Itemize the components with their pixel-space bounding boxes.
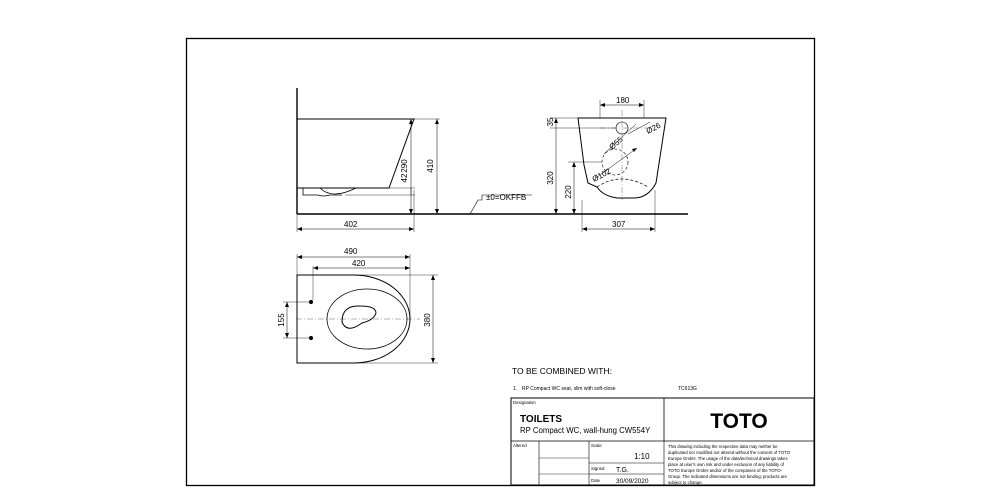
bowl-opening: [341, 305, 377, 329]
floor-reference-marker: [469, 194, 532, 215]
svg-text:TOTO Europe GmbH and/or of the: TOTO Europe GmbH and/or of the companies…: [668, 468, 783, 473]
svg-text:place at user's own risk and u: place at user's own risk and under exclu…: [668, 462, 785, 467]
dim-seat-height: 290: [400, 159, 409, 173]
side-view: [296, 88, 688, 232]
title-block: [510, 397, 815, 486]
dim-drain-diameter: Ø102: [591, 166, 613, 183]
svg-text:This drawing including the res: This drawing including the respective da…: [668, 444, 778, 449]
combined-item-description: RP Compact WC seat, slim with soft-close: [522, 386, 616, 392]
dim-outlet-height: 42: [400, 173, 409, 182]
dim-rear-height-b: 220: [564, 185, 573, 199]
fixing-hole-top: [308, 299, 314, 305]
plan-view: [283, 254, 438, 364]
dim-connector-b: Ø26: [645, 120, 663, 135]
dim-side-width: 402: [344, 220, 358, 229]
dim-plan-inner-length: 420: [352, 259, 366, 268]
combined-item-code: TC613G: [678, 386, 697, 392]
scale-value: 1:10: [634, 452, 650, 461]
designation-label: Designation: [513, 400, 536, 405]
rear-drain-arc: [596, 178, 649, 188]
dim-fixing-distance: 155: [277, 313, 286, 327]
title-category: TOILETS: [520, 414, 562, 425]
signed-label: Signed: [591, 466, 605, 471]
signed-value: T.G.: [616, 467, 629, 474]
toto-logo: TOTO: [710, 410, 768, 433]
outlet-spigot: [302, 188, 342, 197]
bowl-plan-outline: [296, 274, 411, 364]
date-label: Date: [591, 478, 601, 483]
combined-with-heading: TO BE COMBINED WITH:: [512, 366, 612, 376]
dim-plan-overall-length: 490: [344, 247, 358, 256]
dim-total-height: 410: [426, 159, 435, 173]
title-product: RP Compact WC, wall-hung CW554Y: [520, 426, 651, 435]
date-value: 30/09/2020: [616, 478, 649, 485]
svg-text:duplicated nor modified nor al: duplicated nor modified nor altered with…: [668, 450, 791, 455]
outlet-curve: [319, 187, 357, 195]
dim-rear-height-a: 320: [546, 171, 555, 185]
drawing-border: [185, 37, 816, 487]
svg-text:Europe GmbH. The usage of the: Europe GmbH. The usage of the data/techn…: [668, 456, 788, 461]
scale-label: Scale: [591, 443, 602, 448]
rear-view: [550, 100, 667, 232]
rear-profile: [577, 117, 667, 199]
svg-text:subject to change.: subject to change.: [668, 480, 703, 485]
dim-rear-top-offset: 35: [546, 117, 555, 126]
dim-plan-width: 380: [423, 313, 432, 327]
combined-item-index: 1.: [513, 386, 517, 392]
dim-rear-top-width: 180: [616, 96, 630, 105]
floor-reference-label: ±0=OKFFB: [486, 193, 526, 202]
svg-text:Group. The indicated dimension: Group. The indicated dimensions are not …: [668, 474, 787, 479]
bowl-side-profile: [297, 118, 415, 189]
altered-label: Altered: [513, 443, 527, 448]
fixing-hole-bottom: [308, 335, 314, 341]
dim-rear-base-width: 307: [612, 220, 626, 229]
disclaimer-text: This drawing including the respective da…: [668, 444, 791, 485]
